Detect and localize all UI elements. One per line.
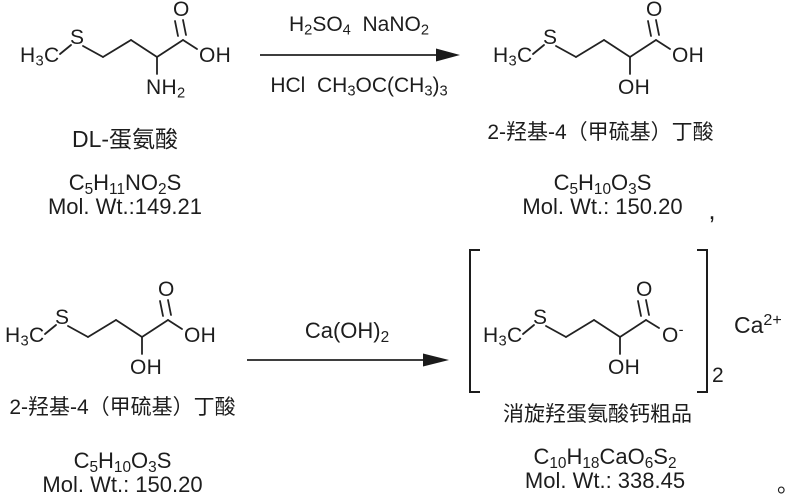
comma-separator: , bbox=[708, 195, 716, 225]
reactant2-name: 2-羟基-4（甲硫基）丁酸 bbox=[9, 396, 236, 419]
structure-bonds bbox=[532, 19, 671, 75]
reactant2-molwt: Mol. Wt.: 150.20 bbox=[42, 472, 203, 497]
alpha-hydroxyl-label: OH bbox=[618, 76, 651, 99]
product1-name: 2-羟基-4（甲硫基）丁酸 bbox=[487, 121, 714, 144]
calcium-ion-label: Ca2+ bbox=[734, 310, 782, 338]
product1-molwt: Mol. Wt.: 150.20 bbox=[522, 194, 683, 219]
reactant1-molwt: Mol. Wt.:149.21 bbox=[47, 194, 203, 219]
period-mark: 。 bbox=[776, 472, 799, 497]
alpha-hydroxyl-label: OH bbox=[130, 356, 163, 379]
hydroxyl-label: OH bbox=[199, 44, 232, 67]
methyl-label: H3C bbox=[5, 324, 45, 350]
methyl-label: H3C bbox=[20, 44, 60, 70]
sulfur-label: S bbox=[533, 306, 548, 329]
reaction1-arrow bbox=[260, 48, 460, 62]
product2-formula: C10H18CaO6S2 bbox=[533, 444, 677, 472]
carboxylate-oxygen-label: O- bbox=[662, 322, 684, 347]
carbonyl-oxygen-label: O bbox=[158, 278, 175, 301]
carbonyl-double-bond bbox=[174, 19, 187, 37]
product2-molwt: Mol. Wt.: 338.45 bbox=[524, 468, 686, 493]
reactant1-formula: C5H11NO2S bbox=[68, 170, 182, 198]
amino-label: NH2 bbox=[146, 76, 186, 102]
reactant2-formula: C5H10O3S bbox=[73, 448, 172, 476]
sulfur-label: S bbox=[543, 26, 558, 49]
carbonyl-double-bond bbox=[637, 299, 650, 317]
reaction1-conditions-above: H2SO4 NaNO2 bbox=[288, 13, 430, 39]
reaction1-conditions-below: HCl CH3OC(CH3)3 bbox=[270, 74, 448, 100]
carbonyl-oxygen-label: O bbox=[173, 0, 190, 21]
alpha-hydroxyl-label: OH bbox=[608, 356, 641, 379]
methyl-label: H3C bbox=[483, 324, 523, 350]
product1-formula: C5H10O3S bbox=[553, 170, 652, 198]
carbonyl-oxygen-label: O bbox=[636, 278, 653, 301]
reaction2-arrow bbox=[247, 353, 449, 367]
structure-hmtba-reactant: H3C S O OH OH bbox=[5, 278, 240, 382]
carbonyl-oxygen-label: O bbox=[646, 0, 663, 21]
structure-calcium-salt: H3C S O O- OH bbox=[483, 278, 718, 382]
product2-name: 消旋羟蛋氨酸钙粗品 bbox=[503, 403, 692, 426]
sulfur-label: S bbox=[70, 26, 85, 49]
carbonyl-double-bond bbox=[647, 19, 660, 37]
bracket-subscript: 2 bbox=[712, 364, 724, 387]
structure-bonds bbox=[522, 299, 660, 355]
structure-dl-methionine: H3C S O OH NH2 bbox=[20, 0, 255, 102]
structure-hmtba-product: H3C S O OH OH bbox=[493, 0, 728, 102]
hydroxyl-label: OH bbox=[184, 324, 217, 347]
structure-bonds bbox=[44, 299, 183, 355]
methyl-label: H3C bbox=[493, 44, 533, 70]
left-bracket bbox=[469, 249, 480, 393]
carbonyl-double-bond bbox=[159, 299, 172, 317]
reactant1-name: DL-蛋氨酸 bbox=[71, 126, 179, 152]
reaction2-conditions-above: Ca(OH)2 bbox=[304, 318, 390, 346]
right-bracket bbox=[697, 249, 708, 393]
sulfur-label: S bbox=[55, 306, 70, 329]
hydroxyl-label: OH bbox=[672, 44, 705, 67]
structure-bonds bbox=[59, 19, 198, 75]
